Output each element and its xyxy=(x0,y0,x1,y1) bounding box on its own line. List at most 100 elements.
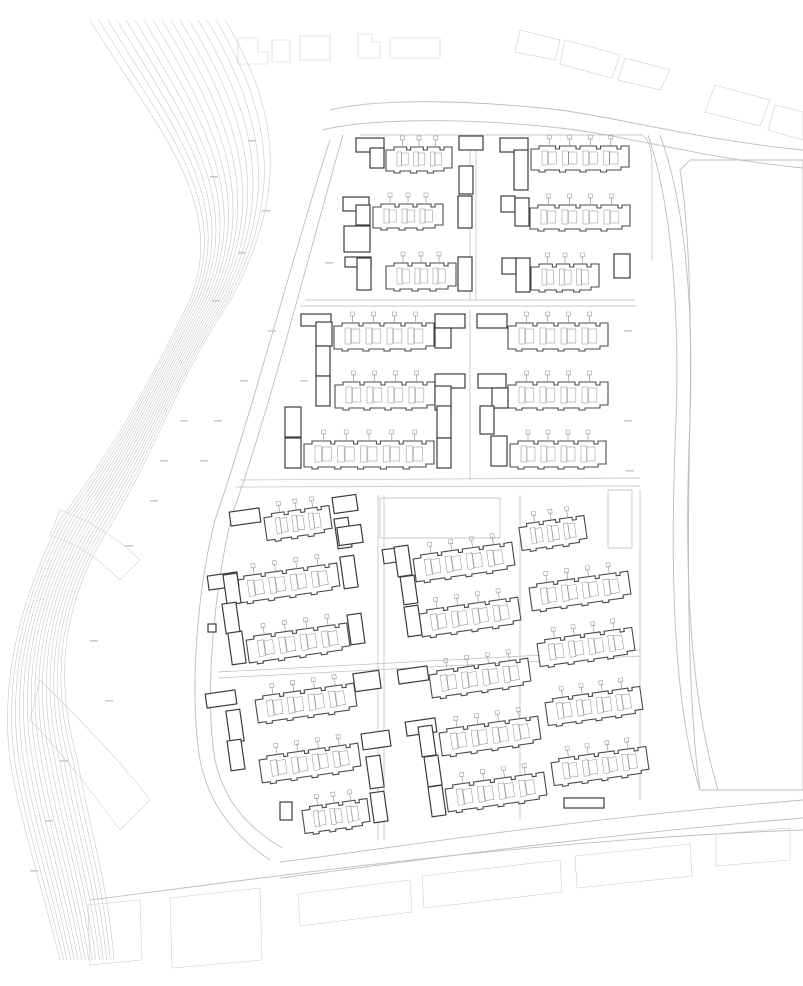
stair-core xyxy=(582,209,590,225)
annex-building xyxy=(369,147,385,169)
entry-canopy xyxy=(389,429,395,435)
entry-canopy xyxy=(351,370,356,376)
block-outline xyxy=(385,262,457,292)
stair-core xyxy=(450,610,460,628)
entry-path xyxy=(313,680,315,689)
annex-building xyxy=(360,729,392,751)
unit-plan xyxy=(472,552,483,568)
stair-core xyxy=(580,445,587,463)
entry-path xyxy=(487,655,489,664)
entry-canopy xyxy=(313,793,319,800)
unit-plan xyxy=(456,732,468,748)
annex-building xyxy=(331,493,359,515)
entry-canopy xyxy=(546,193,551,199)
stair-core xyxy=(607,634,616,653)
unit-plan xyxy=(483,785,495,801)
stair-core xyxy=(518,779,527,797)
unit-plan xyxy=(581,699,593,715)
annex-building xyxy=(514,197,530,227)
annex-building xyxy=(346,612,366,646)
entry-canopy xyxy=(545,370,550,376)
contour-line xyxy=(60,19,265,961)
unit-plan xyxy=(419,268,428,284)
entry-path xyxy=(612,621,615,631)
block-outline xyxy=(372,203,444,231)
stair-core xyxy=(366,386,374,404)
contour-line xyxy=(64,19,271,961)
entry-canopy xyxy=(564,745,570,751)
entry-canopy xyxy=(580,252,585,258)
stair-core xyxy=(518,386,526,404)
unit-plan xyxy=(373,387,383,403)
contour-line xyxy=(38,19,234,961)
entry-path xyxy=(284,623,286,632)
annex-building xyxy=(339,554,359,590)
entry-path xyxy=(533,514,536,523)
residential-block xyxy=(245,614,351,665)
unit-plan xyxy=(586,446,596,462)
unit-plan xyxy=(352,387,362,403)
residential-block xyxy=(385,135,453,174)
stair-core xyxy=(555,702,565,720)
stair-core xyxy=(471,607,481,625)
stair-core xyxy=(603,209,611,225)
unit-plan xyxy=(446,674,458,690)
entry-path xyxy=(545,574,548,583)
entry-canopy xyxy=(275,500,281,507)
annex-building xyxy=(403,604,423,638)
stair-core xyxy=(581,386,589,404)
survey-annotations xyxy=(30,140,634,872)
contour-line xyxy=(57,19,259,961)
entry-path xyxy=(507,652,510,661)
contour-line xyxy=(23,19,217,961)
unit-plan xyxy=(524,779,536,795)
entry-canopy xyxy=(524,311,529,317)
stair-core xyxy=(601,756,610,774)
annex-building xyxy=(491,387,509,409)
unit-plan xyxy=(546,587,558,603)
entry-path xyxy=(580,686,583,695)
annex-buildings xyxy=(204,135,631,824)
entry-canopy xyxy=(321,429,326,435)
entry-canopy xyxy=(335,734,341,740)
residential-block xyxy=(263,496,333,542)
entry-canopy xyxy=(330,791,336,797)
block-outline xyxy=(530,263,600,293)
stair-core xyxy=(383,445,391,463)
unit-plan xyxy=(518,723,530,739)
elevation-mark xyxy=(200,460,208,462)
stair-core xyxy=(581,327,589,345)
stair-core xyxy=(562,150,569,166)
entry-canopy xyxy=(423,192,429,198)
unit-plan xyxy=(488,668,499,684)
entry-canopy xyxy=(578,683,584,689)
annex-building xyxy=(365,754,385,790)
unit-plan xyxy=(327,630,339,646)
entry-canopy xyxy=(525,429,531,435)
entry-path xyxy=(294,502,297,511)
stair-core xyxy=(492,604,501,622)
stair-core xyxy=(497,782,507,800)
stair-core xyxy=(405,445,413,463)
stair-core xyxy=(439,674,449,692)
stair-core xyxy=(320,630,330,648)
stair-core xyxy=(307,693,317,711)
unit-plan xyxy=(430,558,442,574)
unit-plan xyxy=(334,690,346,706)
entry-canopy xyxy=(436,251,442,257)
stair-core xyxy=(486,549,495,567)
entry-canopy xyxy=(500,766,506,772)
stair-core xyxy=(429,613,439,631)
residential-block xyxy=(550,737,650,788)
entry-path xyxy=(445,661,448,670)
entry-path xyxy=(455,719,458,728)
entry-path xyxy=(600,683,603,692)
stair-core xyxy=(560,386,568,404)
unit-plan xyxy=(546,269,554,285)
unit-plan xyxy=(566,446,576,462)
entry-canopy xyxy=(324,614,330,620)
stair-core xyxy=(561,762,571,780)
entry-canopy xyxy=(293,557,299,563)
entry-canopy xyxy=(405,192,411,198)
stair-core xyxy=(407,327,415,345)
